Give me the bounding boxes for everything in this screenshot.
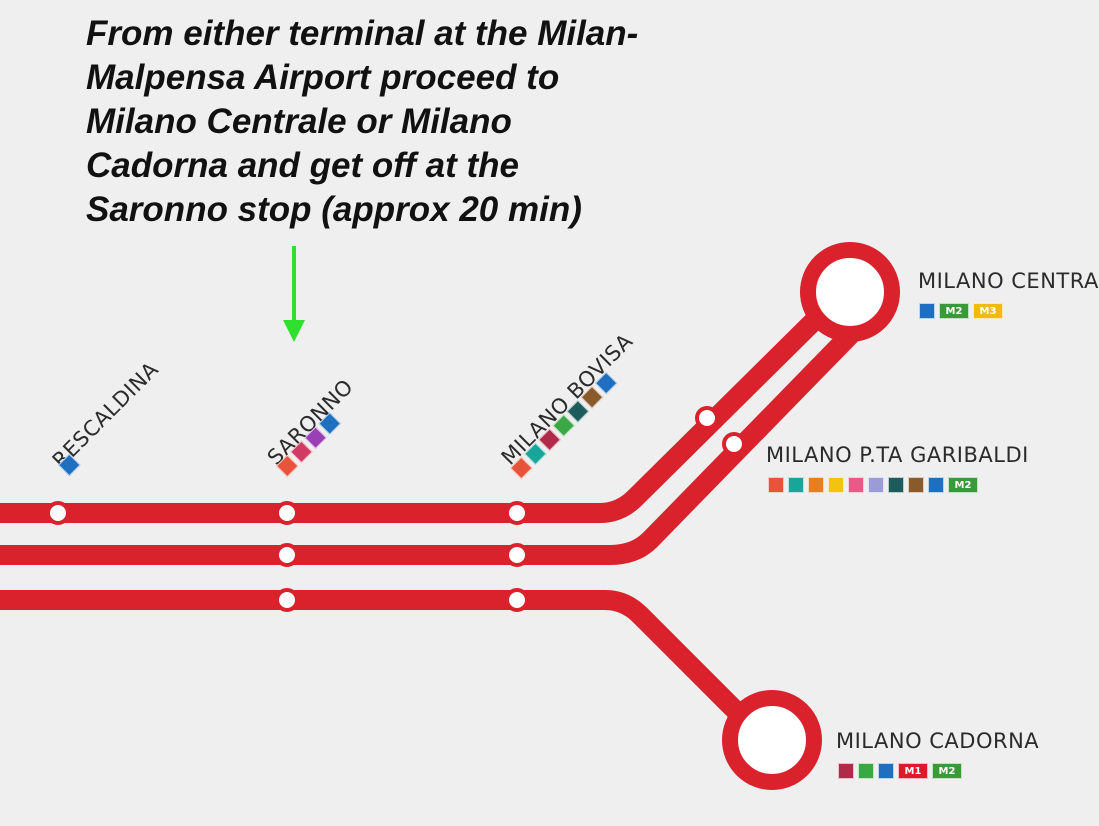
s-line-icon	[858, 763, 874, 779]
s-line-icon	[888, 477, 904, 493]
metro-icon: M2	[948, 477, 978, 493]
stop-bovisa-3[interactable]	[505, 588, 529, 612]
station-label-milano-garibaldi: MILANO P.TA GARIBALDI	[766, 443, 1029, 467]
instructions-text: From either terminal at the Milan-Malpen…	[86, 14, 639, 229]
s-line-icon	[908, 477, 924, 493]
metro-icon: M1	[898, 763, 928, 779]
stop-saronno-3[interactable]	[275, 588, 299, 612]
arrow-to-saronno	[283, 246, 305, 342]
metro-icon: M2	[939, 303, 969, 319]
s-line-icon	[848, 477, 864, 493]
rail-line-to-centrale-outer	[0, 297, 838, 523]
regional-train-icon	[919, 303, 935, 319]
stop-bovisa-1[interactable]	[505, 501, 529, 525]
station-label-milano-centrale: MILANO CENTRALE	[918, 269, 1099, 293]
s-line-icon	[808, 477, 824, 493]
terminal-milano-cadorna[interactable]	[722, 690, 822, 790]
stop-rescaldina[interactable]	[46, 501, 70, 525]
s-line-icon	[828, 477, 844, 493]
stop-garibaldi-1[interactable]	[695, 406, 719, 430]
s-line-icon	[788, 477, 804, 493]
s-line-icon	[838, 763, 854, 779]
s-line-icon	[768, 477, 784, 493]
terminal-milano-centrale[interactable]	[800, 242, 900, 342]
metro-icon: M3	[973, 303, 1003, 319]
rail-line-to-cadorna	[0, 590, 773, 748]
station-label-milano-cadorna: MILANO CADORNA	[836, 729, 1040, 753]
s-line-icon	[868, 477, 884, 493]
stop-saronno-2[interactable]	[275, 543, 299, 567]
metro-icon: M2	[932, 763, 962, 779]
regional-train-icon	[928, 477, 944, 493]
regional-train-icon	[878, 763, 894, 779]
stop-bovisa-2[interactable]	[505, 543, 529, 567]
stop-saronno-1[interactable]	[275, 501, 299, 525]
rail-line-to-centrale-inner	[0, 323, 863, 565]
badges-milano-garibaldi: M2	[768, 477, 978, 493]
stop-garibaldi-2[interactable]	[722, 432, 746, 456]
